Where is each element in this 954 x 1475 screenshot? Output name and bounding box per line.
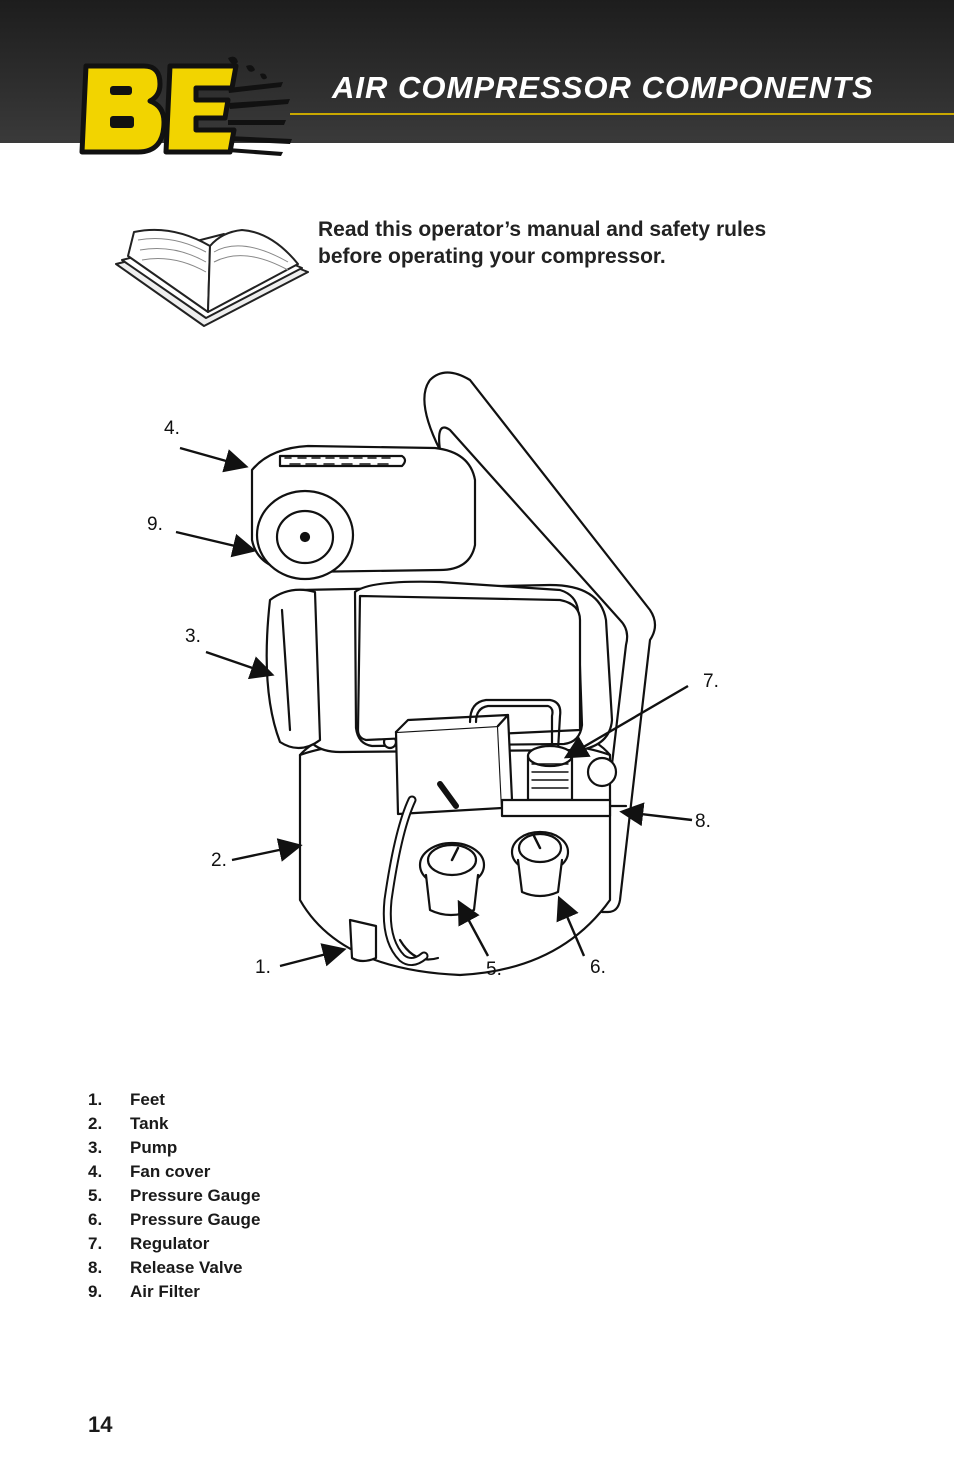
arrow-5	[457, 899, 490, 957]
compressor-diagram	[175, 371, 693, 977]
arrow-3	[205, 650, 275, 680]
part-label: Regulator	[130, 1234, 210, 1253]
part-label: Tank	[130, 1114, 169, 1133]
part-number: 3.	[88, 1138, 103, 1157]
part-number: 9.	[88, 1282, 103, 1301]
callout-7: 7.	[703, 671, 719, 692]
part-number: 2.	[88, 1114, 103, 1133]
page-title: AIR COMPRESSOR COMPONENTS	[332, 70, 874, 105]
header-rule	[290, 113, 954, 115]
callout-8: 8.	[695, 811, 711, 832]
arrow-1	[279, 943, 347, 968]
arrow-4	[179, 446, 249, 473]
list-item: 8. Release Valve	[88, 1256, 508, 1280]
list-item: 4. Fan cover	[88, 1160, 508, 1184]
part-label: Pump	[130, 1138, 178, 1157]
list-item: 5. Pressure Gauge	[88, 1184, 508, 1208]
safety-notice-line-1: Read this operator’s manual and safety r…	[318, 218, 767, 241]
part-label: Air Filter	[130, 1282, 200, 1301]
part-label: Feet	[130, 1090, 165, 1109]
callout-9: 9.	[147, 514, 163, 535]
pressure-gauge-right	[510, 830, 570, 898]
part-label: Release Valve	[130, 1258, 243, 1277]
handle-frame	[423, 371, 657, 914]
list-item: 1. Feet	[88, 1088, 508, 1112]
safety-notice-line-2: before operating your compressor.	[318, 245, 666, 268]
page-number: 14	[88, 1412, 113, 1437]
part-number: 4.	[88, 1162, 103, 1181]
part-number: 1.	[88, 1090, 103, 1109]
list-item: 3. Pump	[88, 1136, 508, 1160]
be-logo	[79, 56, 292, 156]
part-number: 7.	[88, 1234, 103, 1253]
part-label: Pressure Gauge	[130, 1210, 261, 1229]
parts-list: 1. Feet 2. Tank 3. Pump 4. Fan cover 5. Press…	[88, 1088, 508, 1304]
arrow-2	[231, 838, 303, 862]
callout-2: 2.	[211, 850, 227, 871]
arrow-6	[556, 895, 586, 957]
part-label: Fan cover	[130, 1162, 211, 1181]
open-book-icon	[115, 228, 309, 327]
feet	[348, 918, 378, 963]
arrow-7	[563, 684, 689, 759]
callout-4: 4.	[164, 418, 180, 439]
safety-notice: Read this operator’s manual and safety r…	[318, 216, 838, 270]
list-item: 2. Tank	[88, 1112, 508, 1136]
list-item: 6. Pressure Gauge	[88, 1208, 508, 1232]
pressure-gauge-left	[418, 841, 486, 917]
part-label: Pressure Gauge	[130, 1186, 261, 1205]
callout-5: 5.	[486, 959, 502, 980]
callout-1: 1.	[255, 957, 271, 978]
part-number: 5.	[88, 1186, 103, 1205]
pump-cylinder	[265, 588, 322, 750]
arrow-8	[619, 802, 693, 827]
arrow-9	[175, 530, 257, 558]
list-item: 9. Air Filter	[88, 1280, 508, 1304]
callout-6: 6.	[590, 957, 606, 978]
list-item: 7. Regulator	[88, 1232, 508, 1256]
callout-3: 3.	[185, 626, 201, 647]
part-number: 8.	[88, 1258, 103, 1277]
part-number: 6.	[88, 1210, 103, 1229]
